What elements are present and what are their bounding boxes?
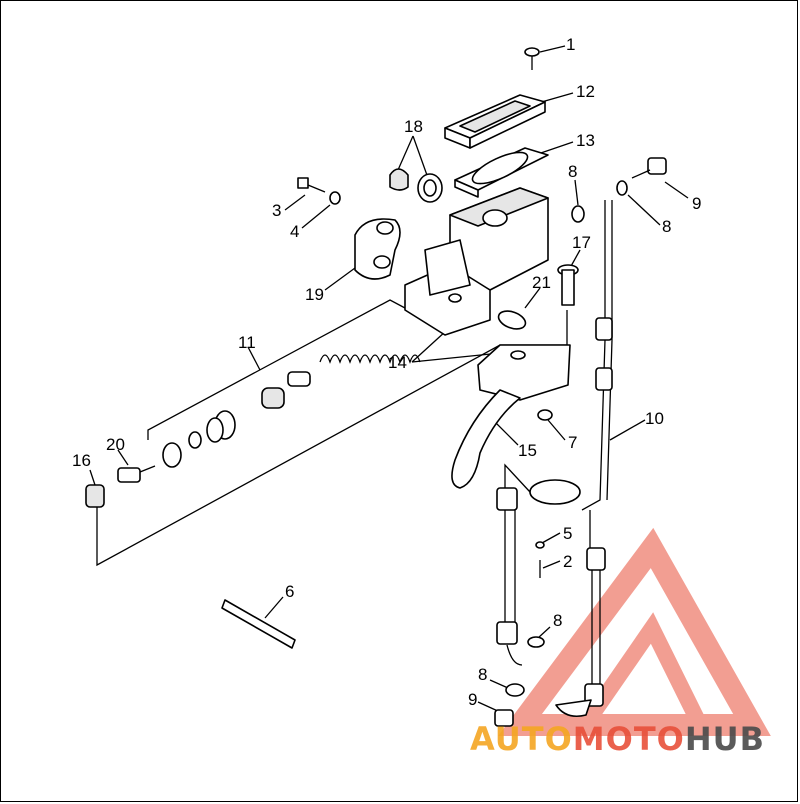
part-master-cylinder-body: [404, 187, 549, 336]
label-17: 17: [572, 233, 591, 252]
label-11: 11: [238, 333, 256, 352]
part-screw-1: [524, 47, 540, 70]
label-16: 16: [72, 451, 91, 470]
label-8-right: 8: [662, 217, 671, 236]
part-labels: 1 12 13 18 3 4 8 9 8 17 21 19 11 14 10 7…: [72, 35, 701, 709]
label-19: 19: [305, 285, 324, 304]
label-14: 14: [388, 353, 407, 372]
label-18: 18: [404, 117, 423, 136]
part-banjo-bolt-9: [631, 157, 667, 179]
watermark-logo-mark: [498, 527, 771, 736]
part-washer-8: [571, 205, 585, 223]
part-washer-8-lower-a: [527, 636, 545, 648]
watermark-logo-text: AUTOMOTOHUB: [470, 720, 765, 758]
label-4: 4: [290, 222, 299, 241]
part-spring-11: [162, 354, 421, 468]
part-lever-15: [451, 344, 571, 489]
part-washer-4: [329, 191, 341, 205]
part-bolt-2: [535, 541, 545, 578]
part-washer-8-lower-b: [505, 683, 525, 697]
part-washer-8-right: [616, 180, 628, 196]
label-20: 20: [106, 435, 125, 454]
leader-lines: [89, 45, 689, 713]
part-cover-12: [444, 94, 546, 149]
label-12: 12: [576, 82, 595, 101]
part-pushrod-20: [117, 465, 156, 483]
label-21: 21: [532, 273, 551, 292]
label-15: 15: [518, 441, 537, 460]
label-1: 1: [566, 35, 575, 54]
part-boot-16: [85, 484, 105, 508]
watermark-part-moto: MOTO: [573, 720, 685, 758]
part-brake-line-10: [496, 200, 613, 718]
svg-text:AUTOMOTOHUB: AUTOMOTOHUB: [470, 720, 765, 758]
label-2: 2: [563, 552, 572, 571]
label-8-lower-a: 8: [553, 611, 562, 630]
watermark-part-auto: AUTO: [470, 720, 573, 758]
part-gasket-13: [454, 147, 549, 198]
label-9-lower: 9: [468, 690, 477, 709]
label-7: 7: [568, 433, 577, 452]
label-9-upper: 9: [692, 194, 701, 213]
label-8-upper: 8: [568, 162, 577, 181]
label-5: 5: [563, 524, 572, 543]
part-tie-strap-6: [221, 599, 296, 649]
part-plugs-18: [389, 168, 443, 203]
part-screw-3: [297, 177, 326, 193]
label-3: 3: [272, 201, 281, 220]
part-clip-7: [537, 409, 553, 421]
label-8-lower-b: 8: [478, 665, 487, 684]
watermark-part-hub: HUB: [685, 720, 765, 758]
part-pin-17: [557, 264, 579, 306]
label-13: 13: [576, 131, 595, 150]
part-banjo-bolt-9-lower: [494, 709, 514, 727]
part-bushing-21: [497, 310, 527, 330]
part-clamp-19: [354, 218, 401, 280]
label-6: 6: [285, 582, 294, 601]
label-10: 10: [645, 409, 664, 428]
